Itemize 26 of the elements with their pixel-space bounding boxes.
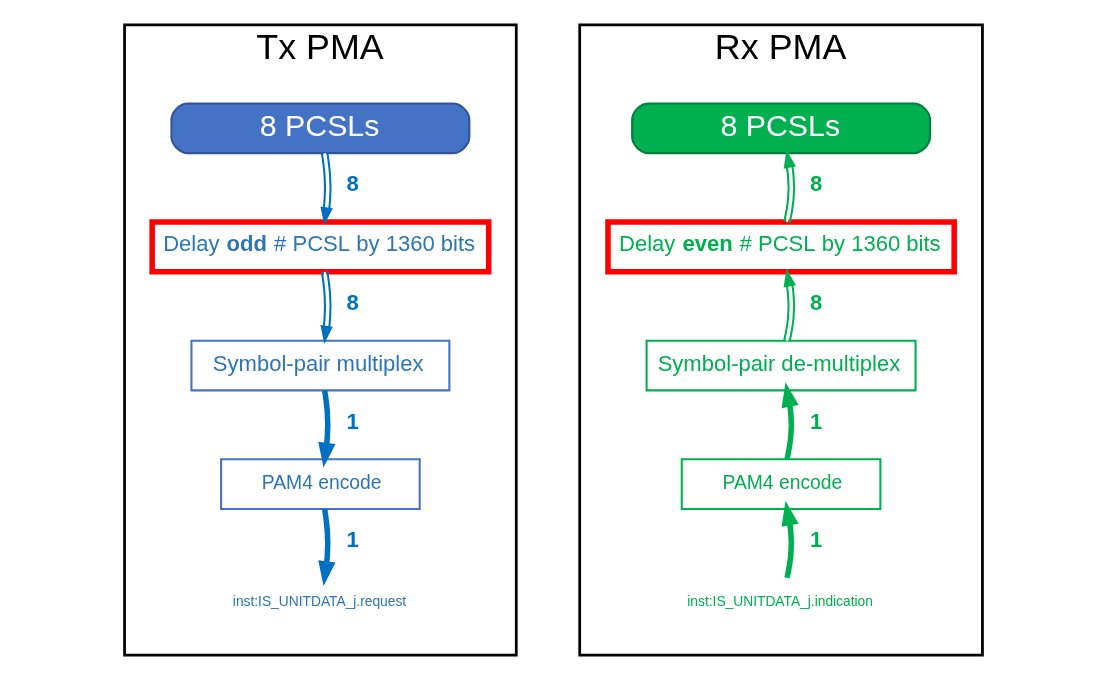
node-box: Symbol-pair de-multiplex (645, 339, 917, 392)
arrow (781, 500, 799, 579)
node-text: inst:IS_UNITDATA_j.request (232, 594, 407, 610)
edge-label: 8 (346, 171, 359, 197)
node-box: 8 PCSLs (631, 102, 932, 155)
arrow (318, 390, 336, 468)
arrow (783, 268, 796, 342)
node-box: Delay odd # PCSL by 1360 bits (149, 219, 492, 275)
node-box: PAM4 encode (680, 458, 882, 510)
edge-label: 1 (346, 408, 359, 434)
edge-label: 8 (810, 290, 823, 316)
edge-label: 8 (346, 290, 359, 316)
edge-label: 1 (810, 527, 823, 553)
edge-label: 8 (810, 171, 823, 197)
node-box: Delay even # PCSL by 1360 bits (605, 219, 957, 275)
node-box: 8 PCSLs (170, 102, 471, 155)
arrow (320, 271, 333, 344)
node-box: Symbol-pair multiplex (190, 339, 451, 392)
edge-label: 1 (346, 527, 359, 553)
edge-label: 1 (810, 408, 823, 434)
arrow (320, 152, 333, 226)
arrow (318, 508, 336, 587)
node-box: PAM4 encode (220, 458, 421, 510)
node-text: inst:IS_UNITDATA_j.indication (687, 594, 873, 610)
arrow (781, 382, 799, 460)
arrow (783, 150, 796, 223)
